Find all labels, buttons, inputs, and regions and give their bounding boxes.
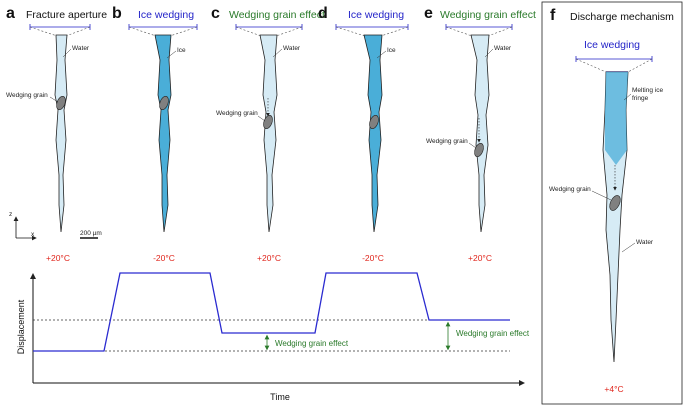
panel-d: d Ice wedging Ice -20°C — [318, 5, 409, 263]
temperature-c: +20°C — [257, 253, 281, 263]
melting-ice-fringe — [605, 72, 628, 165]
panel-letter-e: e — [424, 5, 433, 22]
z-axis-label: z — [9, 211, 12, 218]
effect-label-2: Wedging grain effect — [456, 329, 530, 338]
label-grain-c: Wedging grain — [216, 110, 258, 117]
panel-f-subtitle: Ice wedging — [584, 39, 640, 51]
graph-xlabel: Time — [270, 392, 290, 402]
label-water-e: Water — [494, 45, 512, 52]
label-water-f: Water — [636, 239, 654, 246]
label-water-a: Water — [72, 45, 90, 52]
panel-letter-a: a — [6, 5, 15, 22]
temperature-d: -20°C — [362, 253, 384, 263]
panel-title-e: Wedging grain effect — [440, 9, 536, 21]
panel-b: b Ice wedging Ice -20°C — [112, 5, 198, 263]
panel-letter-d: d — [318, 5, 328, 22]
panel-letter-b: b — [112, 5, 122, 22]
label-water-c: Water — [283, 45, 301, 52]
fracture-water-c — [259, 34, 278, 233]
displacement-graph: Displacement Time Wedging grain effect W… — [16, 272, 530, 402]
fracture-water-a — [54, 34, 68, 233]
panel-title-d: Ice wedging — [348, 9, 404, 21]
fracture-ice-d — [363, 34, 383, 233]
label-grain-f: Wedging grain — [549, 186, 591, 193]
graph-ylabel: Displacement — [16, 299, 26, 354]
temperature-b: -20°C — [153, 253, 175, 263]
panel-f-frame — [541, 1, 683, 405]
wedging-grain-b — [159, 95, 169, 111]
wedging-grain-e — [474, 142, 484, 158]
label-ice-b: Ice — [177, 47, 186, 54]
scale-bar-label: 200 µm — [80, 230, 102, 237]
label-ice-d: Ice — [387, 47, 396, 54]
effect-label-1: Wedging grain effect — [275, 339, 349, 348]
label-grain-a: Wedging grain — [6, 92, 48, 99]
panel-e: e Wedging grain effect Water Wedging gra… — [424, 5, 536, 263]
temperature-e: +20°C — [468, 253, 492, 263]
displacement-curve — [33, 272, 510, 352]
panel-title-b: Ice wedging — [138, 9, 194, 21]
panel-f: f Discharge mechanism Ice wedging Meltin… — [541, 1, 683, 405]
panel-a: a Fracture aperture Water Wedging grain … — [6, 5, 107, 263]
panel-f-title: Discharge mechanism — [570, 11, 674, 23]
panel-c: c Wedging grain effect Water Wedging gra… — [211, 5, 325, 263]
panel-letter-f: f — [550, 7, 556, 24]
panel-title-a: Fracture aperture — [26, 9, 107, 21]
panel-title-c: Wedging grain effect — [229, 9, 325, 21]
wedging-grain-f — [609, 195, 621, 211]
wedging-grain-d — [369, 114, 379, 130]
label-grain-e: Wedging grain — [426, 138, 468, 145]
fracture-ice-b — [154, 34, 172, 233]
temperature-f: +4°C — [604, 384, 623, 394]
temperature-a: +20°C — [46, 253, 70, 263]
panel-letter-c: c — [211, 5, 220, 22]
x-axis-label: x — [31, 231, 35, 238]
fracture-water-e — [470, 34, 490, 233]
scale-indicator: z x 200 µm — [9, 211, 102, 241]
